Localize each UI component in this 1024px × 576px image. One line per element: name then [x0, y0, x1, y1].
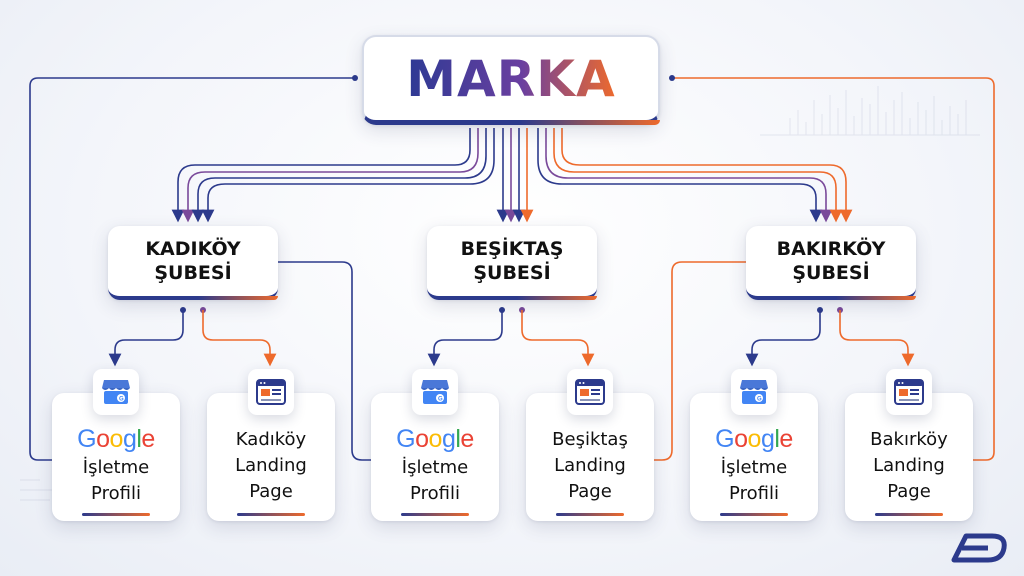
accent-bar: [720, 513, 788, 516]
google-letter: o: [415, 425, 429, 453]
svg-text:G: G: [757, 397, 762, 403]
google-wordmark: Google: [52, 425, 180, 455]
google-letter: o: [109, 425, 124, 453]
accent-bar: [82, 513, 150, 516]
google-business-store-icon: G: [93, 369, 139, 415]
google-letter: l: [136, 425, 142, 453]
brand-node: MARKA: [362, 35, 660, 125]
google-letter: G: [715, 425, 735, 453]
google-letter: e: [460, 425, 474, 453]
google-letter: G: [77, 425, 97, 453]
google-business-store-icon: G: [412, 369, 458, 415]
svg-text:G: G: [119, 397, 124, 403]
google-letter: e: [141, 425, 155, 453]
google-letter: g: [441, 425, 456, 453]
landing-page-card: Bakırköy Landing Page: [845, 393, 973, 521]
landing-page-browser-icon: [567, 369, 613, 415]
landing-page-card: Beşiktaş Landing Page: [526, 393, 654, 521]
accent-bar: [556, 513, 624, 516]
leaf-label: İşletme Profili: [401, 457, 469, 504]
google-letter: G: [396, 425, 416, 453]
google-letter: l: [774, 425, 780, 453]
svg-text:G: G: [438, 397, 443, 403]
leaf-label: İşletme Profili: [82, 457, 150, 504]
branch-node-kadikoy: KADIKÖY ŞUBESİ: [108, 226, 278, 300]
google-letter: g: [760, 425, 775, 453]
leaf-label: İşletme Profili: [720, 457, 788, 504]
google-business-store-icon: G: [731, 369, 777, 415]
company-logo-icon: [951, 533, 1007, 563]
google-wordmark: Google: [371, 425, 499, 455]
google-letter: o: [747, 425, 762, 453]
google-letter: o: [428, 425, 443, 453]
landing-page-browser-icon: [886, 369, 932, 415]
branch-title: KADIKÖY ŞUBESİ: [145, 238, 241, 284]
landing-page-card: Kadıköy Landing Page: [207, 393, 335, 521]
leaf-label: Kadıköy Landing Page: [235, 429, 307, 502]
branch-node-besiktas: BEŞİKTAŞ ŞUBESİ: [427, 226, 597, 300]
landing-page-browser-icon: [248, 369, 294, 415]
branch-title: BEŞİKTAŞ ŞUBESİ: [460, 238, 564, 284]
accent-bar: [401, 513, 469, 516]
google-letter: o: [96, 425, 110, 453]
google-business-profile-card: Google İşletme Profili: [52, 393, 180, 521]
brand-title: MARKA: [406, 49, 616, 108]
google-wordmark: Google: [690, 425, 818, 455]
google-letter: o: [734, 425, 748, 453]
accent-bar: [237, 513, 305, 516]
leaf-label: Bakırköy Landing Page: [870, 429, 948, 502]
google-letter: l: [455, 425, 461, 453]
branch-title: BAKIRKÖY ŞUBESİ: [776, 238, 886, 284]
accent-bar: [875, 513, 943, 516]
google-business-profile-card: Google İşletme Profili: [371, 393, 499, 521]
google-letter: e: [779, 425, 793, 453]
leaf-label: Beşiktaş Landing Page: [552, 429, 628, 502]
google-letter: g: [122, 425, 137, 453]
branch-node-bakirkoy: BAKIRKÖY ŞUBESİ: [746, 226, 916, 300]
